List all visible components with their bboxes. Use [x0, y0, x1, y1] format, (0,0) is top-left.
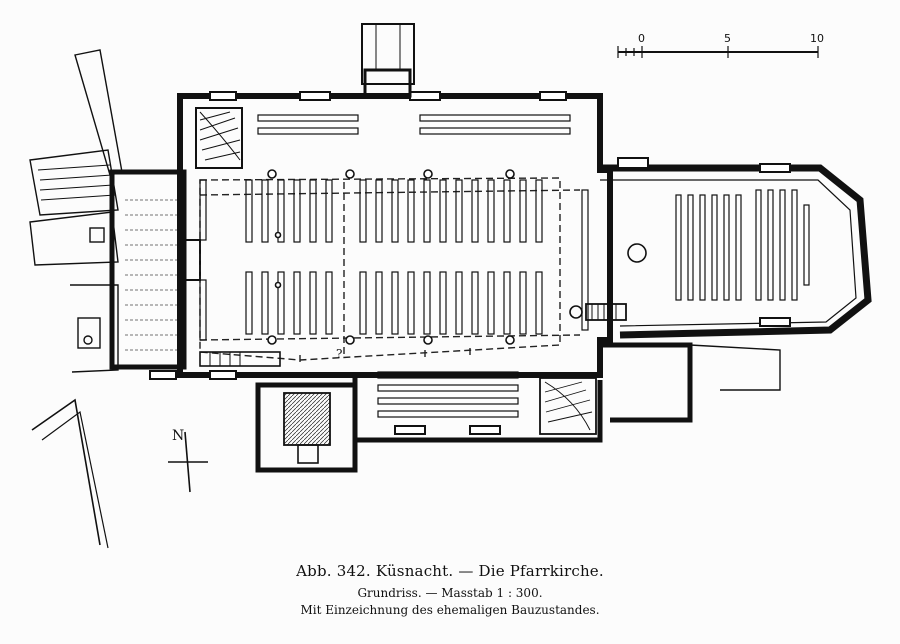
- north-stair: [195, 107, 243, 169]
- columns: [267, 169, 515, 345]
- south-pews: [377, 371, 519, 418]
- nave-pews: [199, 179, 589, 341]
- south-annex: [255, 342, 781, 473]
- question-mark-annotation: ?: [336, 347, 342, 361]
- west-tower: [109, 169, 201, 370]
- caption-note: Mit Einzeichnung des ehemaligen Bauzusta…: [300, 603, 600, 617]
- choir-stair: [569, 303, 627, 321]
- southwest-stair: [199, 351, 281, 367]
- north-gallery-pews: [257, 114, 571, 135]
- nave-walls: [149, 23, 613, 435]
- neighbor-buildings: [29, 49, 123, 549]
- scale-tick-0: 0: [638, 32, 645, 45]
- scale-tick-10: 10: [810, 32, 824, 45]
- north-arrow: N: [168, 428, 208, 493]
- choir-pews: [675, 189, 810, 301]
- scale-bar: 0 5 10: [617, 32, 824, 58]
- choir-walls: [600, 157, 872, 339]
- scale-tick-5: 5: [724, 32, 731, 45]
- caption-title: Abb. 342. Küsnacht. — Die Pfarrkirche.: [296, 562, 604, 580]
- north-label: N: [172, 428, 184, 444]
- caption-subtitle: Grundriss. — Masstab 1 : 300.: [357, 586, 543, 600]
- floor-plan-drawing: ? 0 5 10 N: [29, 23, 872, 549]
